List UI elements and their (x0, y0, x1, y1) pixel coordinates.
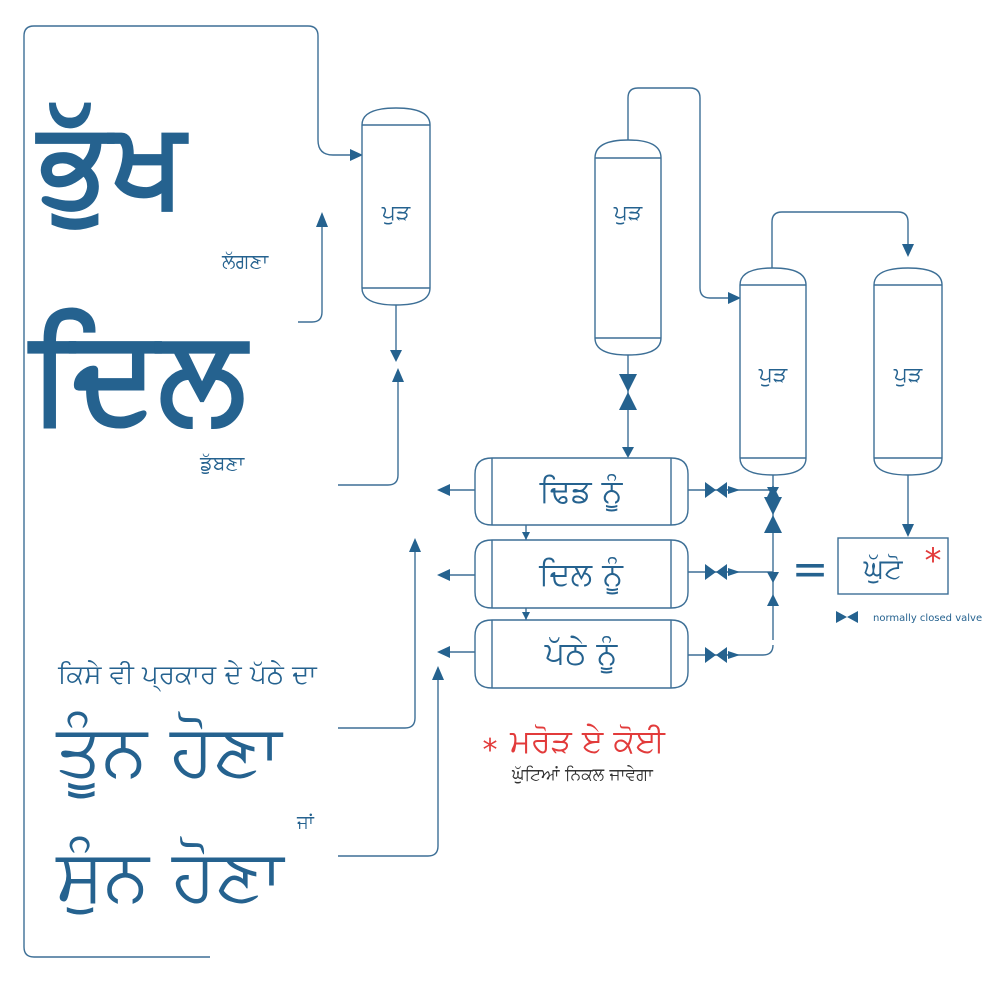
drum-1-valve[interactable] (705, 482, 727, 498)
drum-2-label: ਦਿਲ ਨੂੰ (538, 555, 624, 595)
phrase-any-muscle: ਕਿਸੇ ਵੀ ਪ੍ਰਕਾਰ ਦੇ ਪੱਠੇ ਦਾ (57, 660, 318, 692)
drum-2-valve[interactable] (705, 564, 727, 580)
column-2-valve[interactable] (619, 374, 637, 410)
sun-pipe (338, 678, 439, 857)
column-4[interactable]: ਪੁੜ (873, 267, 943, 476)
heart-pipe-arrow (316, 212, 328, 227)
valves (619, 374, 858, 663)
left-text: ਭੁੱਖ ਲੱਗਣਾ ਦਿਲ ਡੁੱਬਣਾ ਕਿਸੇ ਵੀ ਪ੍ਰਕਾਰ ਦੇ … (27, 94, 318, 917)
footnote-asterisk: * (483, 733, 498, 768)
small-word-sink: ਡੁੱਬਣਾ (199, 451, 245, 475)
drum-2-out-arrow (728, 568, 740, 576)
column-1-outlet-arrow (390, 350, 402, 362)
column-3-top-pipe (771, 211, 909, 268)
drum-2[interactable]: ਦਿਲ ਨੂੰ (474, 539, 689, 609)
column-4-label: ਪੁੜ (893, 363, 923, 388)
footnote-subtitle: ਘੁੱਟਿਆਂ ਨਿਕਲ ਜਾਵੇਗਾ (511, 765, 654, 785)
column-3-top-pipe-arrow (902, 244, 914, 257)
tun-pipe (338, 550, 416, 729)
drum-3-outlet (688, 644, 774, 656)
big-word-hunger: ਭੁੱਖ (35, 94, 189, 232)
drum-2-left-arrow (437, 569, 450, 581)
big-word-numb: ਸੁੰਨ ਹੋਣਾ (55, 833, 286, 917)
legend-valve-icon (836, 611, 858, 623)
drum-2-3-link-arrow (522, 612, 530, 620)
drum-3-label: ਪੱਠੇ ਨੂੰ (544, 634, 619, 674)
merge-arrow-3 (767, 594, 779, 606)
result-box[interactable]: ਘੁੱਟੋ (837, 537, 949, 595)
equals-sign: = (792, 544, 829, 595)
heart-pipe (298, 225, 323, 323)
drum-3-valve[interactable] (705, 647, 727, 663)
column-1-label: ਪੁੜ (381, 201, 411, 226)
column-4-down-arrow (902, 524, 914, 537)
connector-or: ਜਾਂ (296, 812, 315, 833)
drum-1-label: ਢਿਡ ਨੂੰ (539, 472, 624, 512)
column-1[interactable]: ਪੁੜ (361, 107, 431, 306)
big-word-stiff: ਤੂੰਨ ਹੋਣਾ (55, 708, 284, 798)
drum-1-2-link-arrow (522, 532, 530, 540)
merge-arrow-2 (767, 572, 779, 583)
column-2-down-arrow-up (622, 447, 634, 458)
column-2-top-pipe (627, 87, 730, 299)
sun-pipe-arrow (432, 666, 444, 680)
drums: ਢਿਡ ਨੂੰ ਦਿਲ ਨੂੰ ਪੱਠੇ ਨੂੰ (474, 457, 689, 689)
top-arrow-head (350, 149, 363, 161)
footnote-title: ਮਰੋੜ ਏ ਕੋਈ (509, 722, 666, 760)
drum-3-left-arrow (437, 646, 450, 658)
result-box-asterisk: * (925, 541, 942, 581)
drum-3-out-arrow (728, 651, 740, 659)
column-3-valve[interactable] (764, 497, 782, 533)
column-3-label: ਪੁੜ (758, 363, 788, 388)
sink-pipe-arrow (392, 368, 404, 382)
column-2-label: ਪੁੜ (613, 201, 643, 226)
column-2-top-pipe-arrow (728, 292, 741, 304)
small-word-feel: ਲੱਗਣਾ (221, 249, 269, 273)
drum-1[interactable]: ਢਿਡ ਨੂੰ (474, 457, 689, 526)
result-box-label: ਘੁੱਟੋ (863, 552, 904, 585)
drum-1-left-arrow (437, 484, 450, 496)
merge-arrow-3b (767, 485, 779, 497)
sink-pipe (338, 380, 399, 486)
drum-1-out-arrow (728, 486, 740, 494)
outer-frame-pipe (23, 25, 352, 958)
big-word-heart: ਦਿਲ (27, 299, 250, 451)
tun-pipe-arrow (409, 538, 421, 552)
legend-label: normally closed valve (873, 613, 982, 624)
columns: ਪੁੜ ਪੁੜ ਪੁੜ ਪੁੜ (361, 107, 943, 476)
column-2[interactable]: ਪੁੜ (594, 139, 662, 356)
column-3[interactable]: ਪੁੜ (739, 267, 807, 476)
drum-3[interactable]: ਪੱਠੇ ਨੂੰ (474, 619, 689, 689)
